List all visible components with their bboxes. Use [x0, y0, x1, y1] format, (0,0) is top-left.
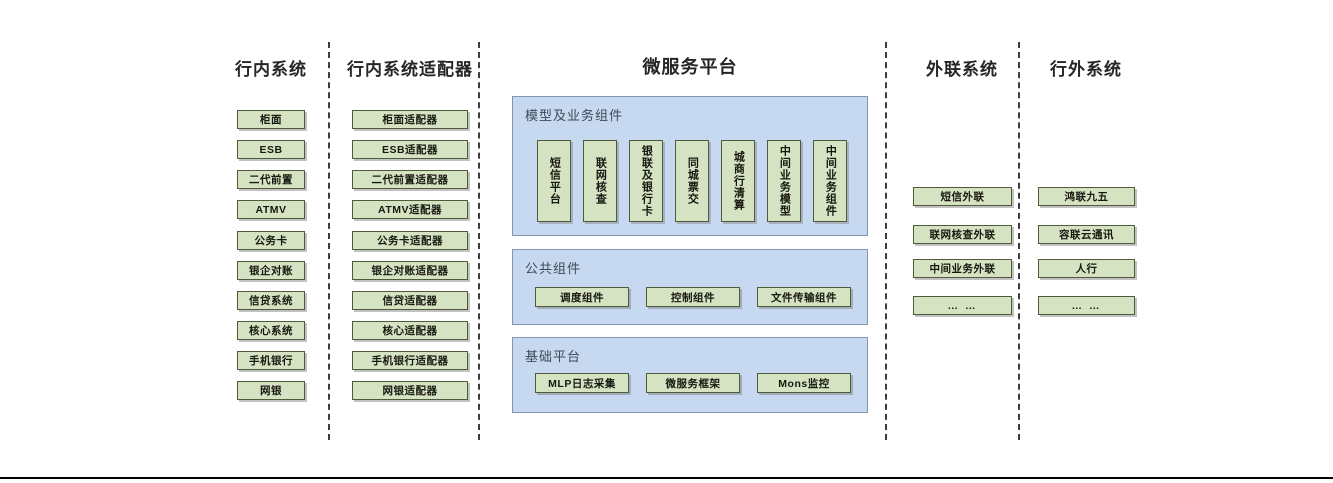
node-model-5-label: 城商行清算 — [732, 151, 745, 211]
node-model-1[interactable]: 短信平台 — [537, 140, 571, 222]
node-model-3-label: 银联及银行卡 — [640, 145, 653, 217]
panel-title-model-business-components: 模型及业务组件 — [525, 108, 624, 123]
node-in-bank-6[interactable]: 银企对账 — [237, 261, 305, 280]
node-outbank-2[interactable]: 容联云通讯 — [1038, 225, 1135, 244]
node-external-1[interactable]: 短信外联 — [913, 187, 1012, 206]
node-in-bank-5[interactable]: 公务卡 — [237, 231, 305, 250]
node-adapter-2[interactable]: ESB适配器 — [352, 140, 468, 159]
node-model-7-label: 中间业务组件 — [824, 145, 837, 217]
node-in-bank-1[interactable]: 柜面 — [237, 110, 305, 129]
node-model-4-label: 同城票交 — [686, 157, 699, 205]
node-adapter-4[interactable]: ATMV适配器 — [352, 200, 468, 219]
node-model-6-label: 中间业务模型 — [778, 145, 791, 217]
node-model-6[interactable]: 中间业务模型 — [767, 140, 801, 222]
node-adapter-10[interactable]: 网银适配器 — [352, 381, 468, 400]
node-in-bank-10[interactable]: 网银 — [237, 381, 305, 400]
node-adapter-3[interactable]: 二代前置适配器 — [352, 170, 468, 189]
node-in-bank-3[interactable]: 二代前置 — [237, 170, 305, 189]
column-header-external-link-systems: 外联系统 — [926, 60, 998, 79]
node-model-2-label: 联网核查 — [594, 157, 607, 205]
divider-1 — [328, 42, 330, 440]
bottom-rule — [0, 477, 1333, 479]
column-header-in-bank-systems: 行内系统 — [235, 60, 307, 79]
node-adapter-6[interactable]: 银企对账适配器 — [352, 261, 468, 280]
column-header-out-bank-systems: 行外系统 — [1050, 60, 1122, 79]
node-public-1[interactable]: 调度组件 — [535, 287, 629, 307]
node-adapter-5[interactable]: 公务卡适配器 — [352, 231, 468, 250]
divider-2 — [478, 42, 480, 440]
node-base-2[interactable]: 微服务框架 — [646, 373, 740, 393]
node-in-bank-2[interactable]: ESB — [237, 140, 305, 159]
divider-4 — [1018, 42, 1020, 440]
node-in-bank-8[interactable]: 核心系统 — [237, 321, 305, 340]
node-model-1-label: 短信平台 — [548, 157, 561, 205]
node-external-2[interactable]: 联网核查外联 — [913, 225, 1012, 244]
node-public-3[interactable]: 文件传输组件 — [757, 287, 851, 307]
node-public-2[interactable]: 控制组件 — [646, 287, 740, 307]
node-outbank-4[interactable]: … … — [1038, 296, 1135, 315]
node-model-2[interactable]: 联网核查 — [583, 140, 617, 222]
column-header-in-bank-adapters: 行内系统适配器 — [347, 60, 473, 79]
node-in-bank-4[interactable]: ATMV — [237, 200, 305, 219]
divider-3 — [885, 42, 887, 440]
node-base-3[interactable]: Mons监控 — [757, 373, 851, 393]
node-external-3[interactable]: 中间业务外联 — [913, 259, 1012, 278]
node-adapter-9[interactable]: 手机银行适配器 — [352, 351, 468, 370]
panel-title-public-components: 公共组件 — [525, 261, 582, 276]
node-in-bank-7[interactable]: 信贷系统 — [237, 291, 305, 310]
node-adapter-1[interactable]: 柜面适配器 — [352, 110, 468, 129]
node-in-bank-9[interactable]: 手机银行 — [237, 351, 305, 370]
node-adapter-8[interactable]: 核心适配器 — [352, 321, 468, 340]
node-model-7[interactable]: 中间业务组件 — [813, 140, 847, 222]
node-model-4[interactable]: 同城票交 — [675, 140, 709, 222]
node-model-3[interactable]: 银联及银行卡 — [629, 140, 663, 222]
node-outbank-3[interactable]: 人行 — [1038, 259, 1135, 278]
node-base-1[interactable]: MLP日志采集 — [535, 373, 629, 393]
panel-title-base-platform: 基础平台 — [525, 349, 582, 364]
node-external-4[interactable]: … … — [913, 296, 1012, 315]
node-outbank-1[interactable]: 鸿联九五 — [1038, 187, 1135, 206]
node-adapter-7[interactable]: 信贷适配器 — [352, 291, 468, 310]
node-model-5[interactable]: 城商行清算 — [721, 140, 755, 222]
column-header-microservice-platform: 微服务平台 — [642, 57, 738, 77]
